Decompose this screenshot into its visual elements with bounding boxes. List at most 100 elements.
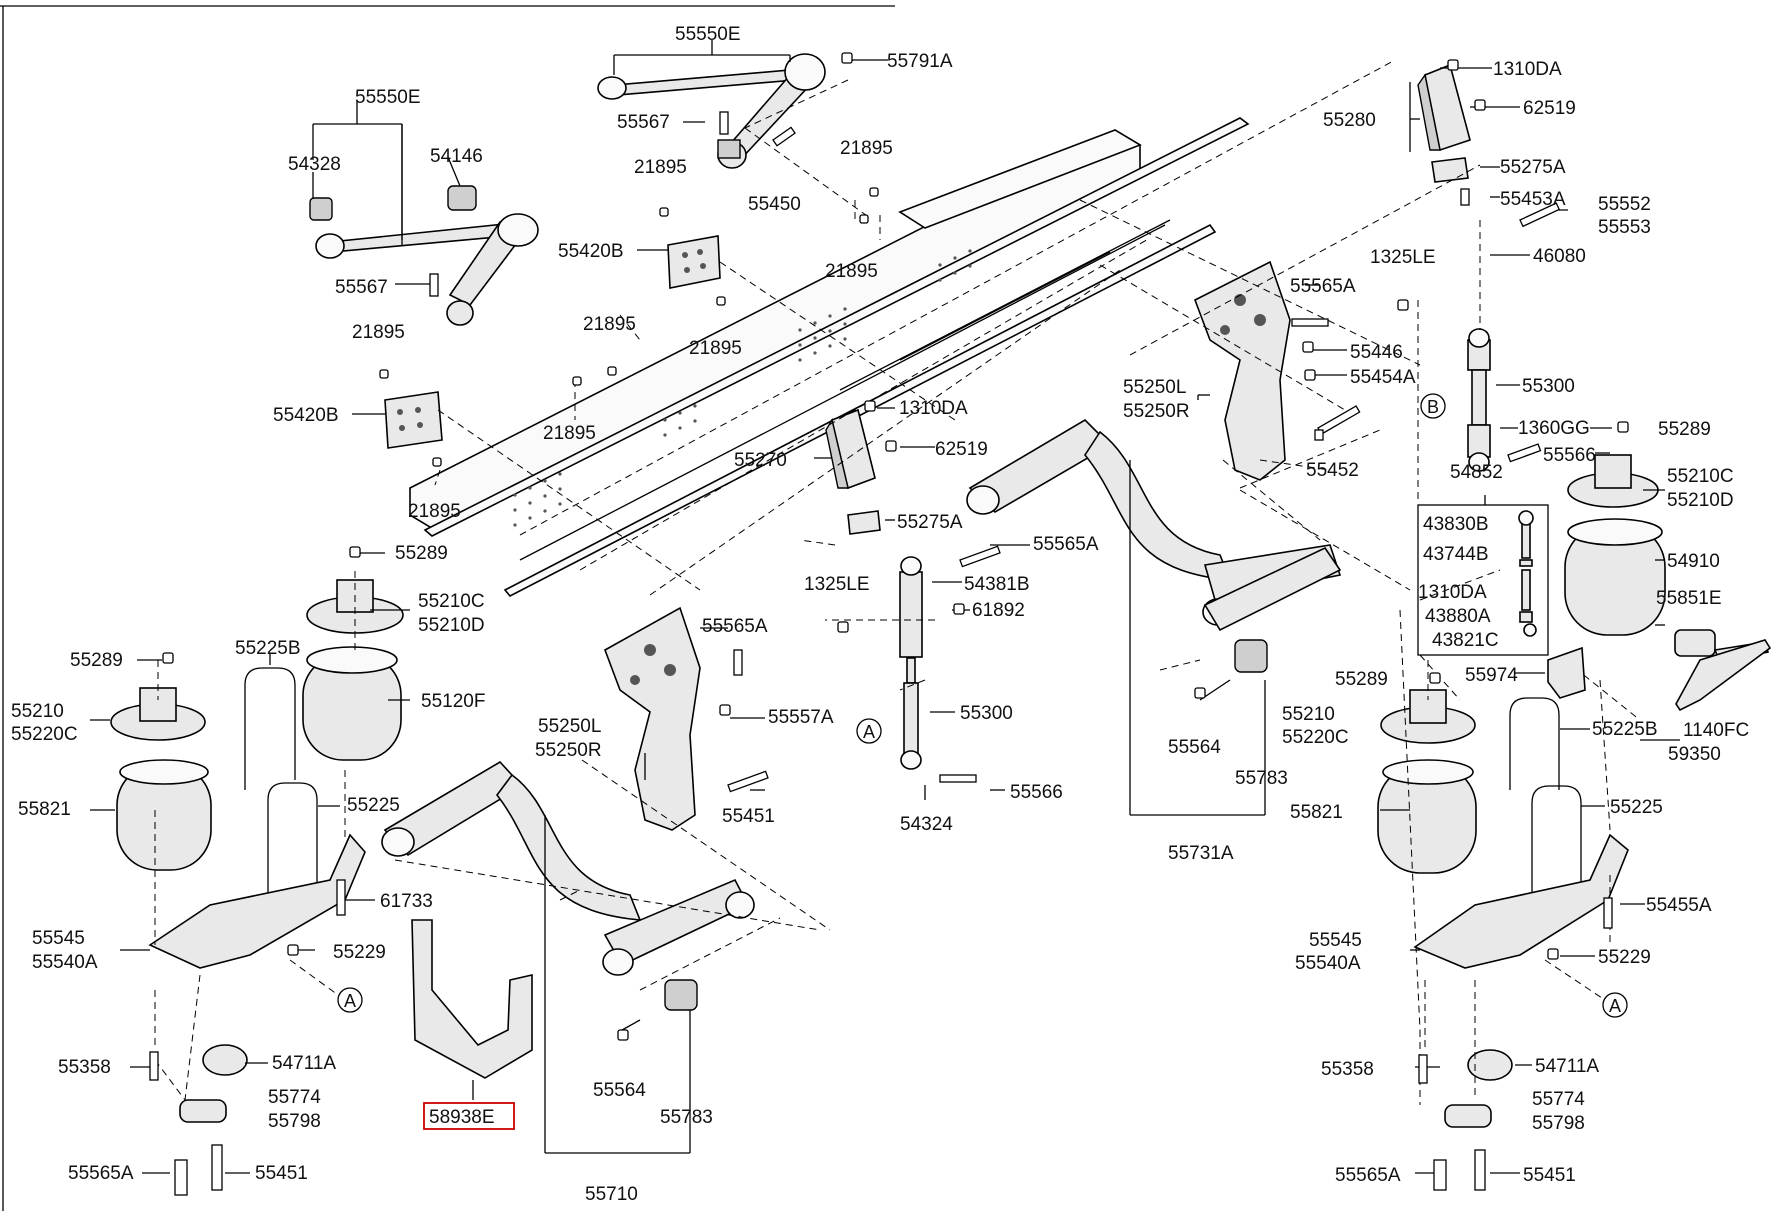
label-55250L-left: 55250L — [538, 716, 601, 737]
label-55545-right: 55545 — [1309, 930, 1362, 951]
shock-absorber-right — [1467, 328, 1491, 472]
spring-seat-right — [1413, 833, 1629, 969]
label-55451-mid: 55451 — [722, 806, 775, 827]
label-55545-left: 55545 — [32, 928, 85, 949]
air-spring-right-lower — [1377, 689, 1477, 874]
label-55564-right: 55564 — [1168, 737, 1221, 758]
label-55557A: 55557A — [768, 707, 834, 728]
label-43821C: 43821C — [1432, 630, 1499, 651]
label-55420B-left: 55420B — [273, 405, 339, 426]
bracket-55420B-left — [384, 391, 443, 449]
svg-text:B: B — [1427, 397, 1439, 417]
hanger-55250-right — [1193, 260, 1291, 481]
label-43830B: 43830B — [1423, 514, 1489, 535]
label-55774-left: 55774 — [268, 1087, 321, 1108]
label-54711A-left: 54711A — [272, 1053, 336, 1074]
label-55783-left: 55783 — [660, 1107, 713, 1128]
label-55454A: 55454A — [1350, 367, 1416, 388]
label-55550E-top: 55550E — [675, 24, 741, 45]
label-55566-right: 55566 — [1543, 445, 1596, 466]
dashed-assembly-lines — [154, 59, 1641, 1105]
label-55710: 55710 — [585, 1184, 638, 1205]
label-55289-r2: 55289 — [1335, 669, 1388, 690]
label-55220C-left: 55220C — [11, 724, 78, 745]
label-55225B-right: 55225B — [1592, 719, 1658, 740]
label-55120F: 55120F — [421, 691, 485, 712]
plate-55974 — [1547, 646, 1586, 699]
label-55446: 55446 — [1350, 342, 1403, 363]
label-21895-g: 21895 — [543, 423, 596, 444]
spring-seat-left — [148, 833, 366, 969]
label-55229-left: 55229 — [333, 942, 386, 963]
part-labels: 55550E 55791A 55567 21895 55450 21895 55… — [11, 24, 1749, 1205]
air-spring-right-upper — [1564, 454, 1666, 636]
shock-absorber-mid — [899, 556, 923, 770]
label-55567-top: 55567 — [617, 112, 670, 133]
label-55358-left: 55358 — [58, 1057, 111, 1078]
u-bolts-left — [244, 667, 318, 905]
label-21895-a: 21895 — [840, 138, 893, 159]
bracket-55280 — [1417, 63, 1471, 183]
label-1140FC: 1140FC — [1683, 720, 1749, 741]
bracket-55420B-top — [667, 235, 721, 289]
label-55300-right: 55300 — [1522, 376, 1575, 397]
air-spring-left-upper — [302, 579, 404, 761]
label-55540A-left: 55540A — [32, 952, 98, 973]
svg-text:A: A — [863, 722, 875, 742]
stabilizer-bar-right — [966, 418, 1342, 673]
label-55564-left: 55564 — [593, 1080, 646, 1101]
label-55210-right: 55210 — [1282, 704, 1335, 725]
marker-A-mid: A — [856, 718, 882, 744]
marker-A-right: A — [1602, 992, 1628, 1018]
label-58938E[interactable]: 58938E — [429, 1107, 495, 1128]
label-1310DA-mid: 1310DA — [899, 398, 968, 419]
label-55452: 55452 — [1306, 460, 1359, 481]
stabilizer-bar-left — [381, 760, 755, 1011]
bracket-55270 — [825, 408, 881, 535]
label-54910: 54910 — [1667, 551, 1720, 572]
label-43880A: 43880A — [1425, 606, 1491, 627]
label-54146: 54146 — [430, 146, 483, 167]
label-1310DA-box: 1310DA — [1418, 582, 1487, 603]
label-54852: 54852 — [1450, 462, 1503, 483]
label-1325LE-mid: 1325LE — [804, 574, 870, 595]
svg-text:A: A — [1609, 996, 1621, 1016]
label-54381B: 54381B — [964, 574, 1030, 595]
label-55450: 55450 — [748, 194, 801, 215]
label-55565A-l2: 55565A — [702, 616, 768, 637]
label-55791A: 55791A — [887, 51, 953, 72]
label-55565A-left-bot: 55565A — [68, 1163, 134, 1184]
fasteners — [149, 52, 1709, 1196]
label-55455A: 55455A — [1646, 895, 1712, 916]
label-55565A-mid: 55565A — [1033, 534, 1099, 555]
label-21895-d: 21895 — [352, 322, 405, 343]
label-55225B-left: 55225B — [235, 638, 301, 659]
label-55565A-right-bot: 55565A — [1335, 1165, 1401, 1186]
label-62519-top: 62519 — [1523, 98, 1576, 119]
height-valve-assembly — [1674, 629, 1772, 712]
label-55225-right: 55225 — [1610, 797, 1663, 818]
label-55280: 55280 — [1323, 110, 1376, 131]
label-55210D-left: 55210D — [418, 615, 485, 636]
label-55851E: 55851E — [1656, 588, 1722, 609]
label-55210D-right: 55210D — [1667, 490, 1734, 511]
label-55270: 55270 — [734, 450, 787, 471]
label-55451-right-bot: 55451 — [1523, 1165, 1576, 1186]
label-55275A-mid: 55275A — [897, 512, 963, 533]
label-55420B-top: 55420B — [558, 241, 624, 262]
label-54328: 54328 — [288, 154, 341, 175]
label-46080: 46080 — [1533, 246, 1586, 267]
air-spring-left-lower — [110, 687, 212, 871]
highlighted-part-58938E[interactable]: 58938E — [423, 1102, 515, 1130]
label-55229-right: 55229 — [1598, 947, 1651, 968]
marker-A-left: A — [337, 987, 363, 1013]
label-54711A-right: 54711A — [1535, 1056, 1599, 1077]
label-62519-mid: 62519 — [935, 439, 988, 460]
label-55225-left: 55225 — [347, 795, 400, 816]
label-55210-left: 55210 — [11, 701, 64, 722]
upper-v-rod-left — [309, 185, 539, 326]
label-55731A: 55731A — [1168, 843, 1234, 864]
label-55220C-right: 55220C — [1282, 727, 1349, 748]
label-21895-e: 21895 — [583, 314, 636, 335]
